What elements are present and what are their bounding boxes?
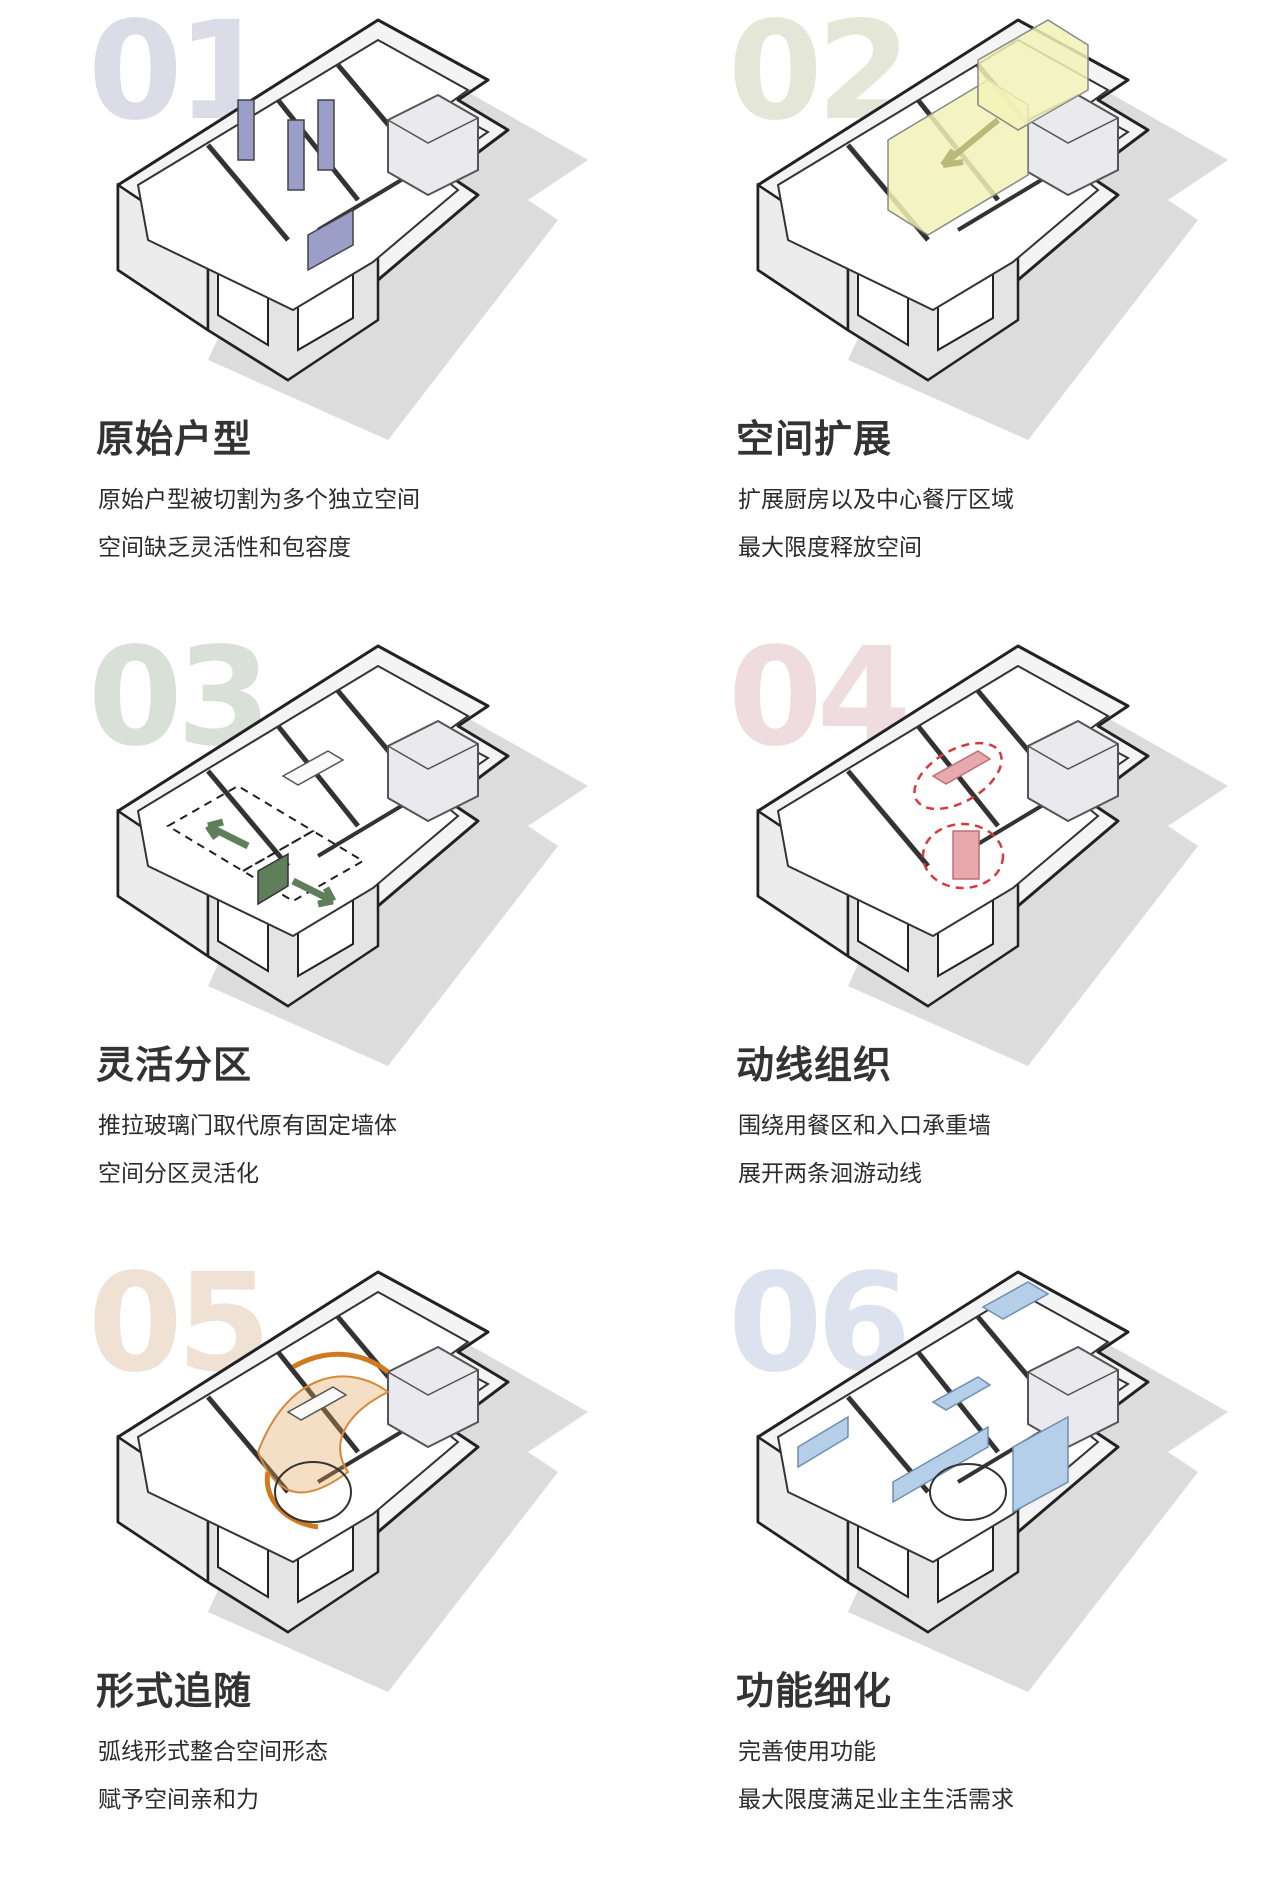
description-line: 空间缺乏灵活性和包容度 bbox=[98, 535, 351, 561]
plan-balcony-glass bbox=[1027, 1345, 1119, 1449]
arc-arrow bbox=[291, 1351, 390, 1374]
circulation-loop bbox=[921, 822, 1005, 890]
dining-table bbox=[931, 750, 992, 785]
sliding-zone bbox=[166, 784, 315, 873]
cabinet bbox=[797, 1415, 849, 1469]
partition-highlight bbox=[317, 99, 335, 171]
sliding-door bbox=[257, 852, 289, 906]
slide-arrow bbox=[291, 877, 337, 908]
description-line: 完善使用功能 bbox=[738, 1739, 876, 1765]
step-description: 原始户型被切割为多个独立空间空间缺乏灵活性和包容度 bbox=[98, 476, 420, 572]
partition-highlight bbox=[237, 99, 255, 161]
plan-wall bbox=[206, 1395, 290, 1494]
step-description: 完善使用功能最大限度满足业主生活需求 bbox=[738, 1728, 1014, 1824]
description-line: 空间分区灵活化 bbox=[98, 1161, 259, 1187]
plan-wall bbox=[276, 724, 360, 828]
step-description: 围绕用餐区和入口承重墙展开两条洄游动线 bbox=[738, 1102, 991, 1198]
description-line: 弧线形式整合空间形态 bbox=[98, 1739, 328, 1765]
description-line: 最大限度满足业主生活需求 bbox=[738, 1787, 1014, 1813]
cabinet bbox=[1012, 1415, 1069, 1514]
plan-wall bbox=[206, 143, 290, 242]
expansion-arrow bbox=[940, 117, 1000, 168]
bearing-wall bbox=[952, 830, 980, 880]
description-line: 最大限度释放空间 bbox=[738, 535, 922, 561]
expansion-volume bbox=[977, 19, 1089, 131]
step-description: 推拉玻璃门取代原有固定墙体空间分区灵活化 bbox=[98, 1102, 397, 1198]
arc-circle bbox=[274, 1461, 352, 1523]
description-line: 扩展厨房以及中心餐厅区域 bbox=[738, 487, 1014, 513]
arc-circle bbox=[929, 1463, 1007, 1521]
step-description: 弧线形式整合空间形态赋予空间亲和力 bbox=[98, 1728, 328, 1824]
arc-form bbox=[256, 1375, 390, 1494]
floor-plan-diagram bbox=[116, 1270, 588, 1692]
plan-balcony-edge bbox=[1027, 743, 1119, 770]
floor-plan-diagram bbox=[756, 1270, 1228, 1692]
floor-plan-diagram bbox=[756, 644, 1228, 1066]
plan-balcony-glass bbox=[387, 93, 479, 197]
step-title: 形式追随 bbox=[96, 1669, 253, 1713]
step-title: 功能细化 bbox=[736, 1669, 893, 1713]
partition-highlight bbox=[307, 208, 354, 272]
plan-balcony-glass bbox=[387, 1345, 479, 1449]
description-line: 原始户型被切割为多个独立空间 bbox=[98, 487, 420, 513]
plan-balcony-edge bbox=[387, 1369, 479, 1396]
plan-balcony-edge bbox=[1027, 1369, 1119, 1396]
floor-plan-diagram bbox=[116, 18, 588, 440]
description-line: 展开两条洄游动线 bbox=[738, 1161, 922, 1187]
plan-balcony-edge bbox=[1027, 117, 1119, 144]
dining-table bbox=[281, 750, 345, 786]
plan-balcony-glass bbox=[1027, 719, 1119, 823]
description-line: 赋予空间亲和力 bbox=[98, 1787, 259, 1813]
step-title: 灵活分区 bbox=[96, 1043, 253, 1087]
arc-arrow bbox=[264, 1471, 319, 1530]
plan-balcony-edge bbox=[387, 117, 479, 144]
plan-wall bbox=[206, 769, 290, 868]
dining-table bbox=[286, 1386, 348, 1421]
step-description: 扩展厨房以及中心餐厅区域最大限度释放空间 bbox=[738, 476, 1014, 572]
circulation-loop bbox=[913, 741, 1003, 811]
step-title: 动线组织 bbox=[736, 1043, 893, 1087]
cabinet bbox=[892, 1425, 989, 1504]
description-line: 推拉玻璃门取代原有固定墙体 bbox=[98, 1113, 397, 1139]
plan-wall bbox=[846, 769, 930, 868]
plan-balcony-edge bbox=[387, 743, 479, 770]
floor-plan-diagram bbox=[756, 18, 1228, 440]
description-line: 围绕用餐区和入口承重墙 bbox=[738, 1113, 991, 1139]
cabinet bbox=[981, 1281, 1050, 1320]
slide-arrow bbox=[205, 818, 250, 850]
floor-plan-diagram bbox=[116, 644, 588, 1066]
step-title: 空间扩展 bbox=[736, 417, 893, 461]
step-title: 原始户型 bbox=[96, 417, 253, 461]
partition-highlight bbox=[287, 119, 305, 191]
plan-balcony-glass bbox=[387, 719, 479, 823]
dining-table bbox=[931, 1376, 992, 1411]
